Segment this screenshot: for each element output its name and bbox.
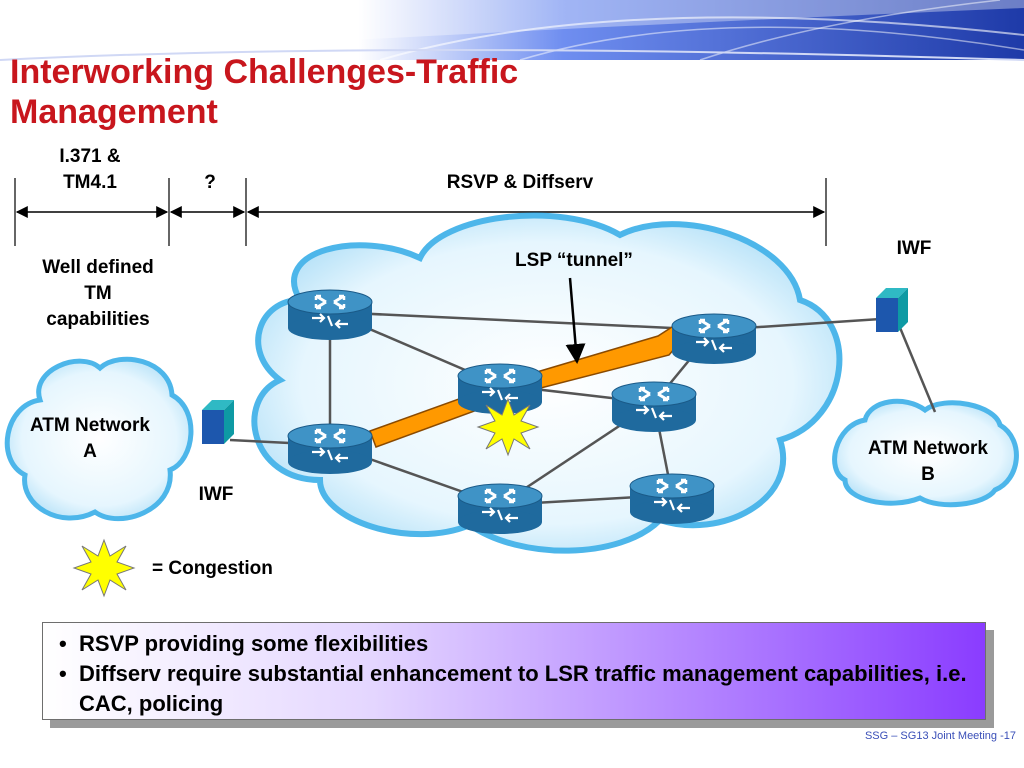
segment-label-1-line-1: I.371 & xyxy=(59,146,121,167)
atm-network-b-cloud xyxy=(832,398,1019,508)
title-line-1: Interworking Challenges-Traffic xyxy=(10,53,519,91)
well-defined-line-2: TM xyxy=(84,283,112,304)
congestion-legend-star-icon xyxy=(73,539,135,597)
bullet-item-1: RSVP providing some flexibilities xyxy=(57,629,973,659)
iwf-left-label: IWF xyxy=(198,484,234,505)
atm-a-line-1: ATM Network xyxy=(30,415,150,436)
footer-text: SSG – SG13 Joint Meeting -17 xyxy=(864,730,1016,742)
bullet-box: RSVP providing some flexibilities Diffse… xyxy=(42,622,986,720)
congestion-legend-label: = Congestion xyxy=(152,558,273,579)
bullet-list: RSVP providing some flexibilities Diffse… xyxy=(57,629,973,719)
segment-label-3: RSVP & Diffserv xyxy=(446,172,594,193)
router-5 xyxy=(286,422,374,476)
atm-network-a-cloud xyxy=(4,356,194,522)
well-defined-label: Well defined TM capabilities xyxy=(18,255,178,333)
congestion-star-icon xyxy=(477,398,539,456)
iwf-left-icon xyxy=(202,400,234,444)
lsp-pointer-arrow xyxy=(565,277,586,364)
router-4 xyxy=(610,380,698,434)
router-7 xyxy=(628,472,716,526)
iwf-right-label: IWF xyxy=(896,238,932,259)
segment-label-1: I.371 & TM4.1 xyxy=(40,144,140,196)
iwf-right-icon xyxy=(876,288,908,332)
atm-a-line-2: A xyxy=(83,441,97,462)
well-defined-line-3: capabilities xyxy=(46,309,150,330)
slide-title: Interworking Challenges-Traffic Manageme… xyxy=(10,52,710,132)
lsp-tunnel-label: LSP “tunnel” xyxy=(515,250,633,271)
atm-network-a-label: ATM Network A xyxy=(10,413,170,465)
title-line-2: Management xyxy=(10,93,218,131)
bullet-item-2: Diffserv require substantial enhancement… xyxy=(57,659,973,719)
atm-b-line-2: B xyxy=(921,464,935,485)
segment-label-1-line-2: TM4.1 xyxy=(63,172,117,193)
segment-label-2: ? xyxy=(204,172,216,193)
atm-b-line-1: ATM Network xyxy=(868,438,988,459)
well-defined-line-1: Well defined xyxy=(42,257,154,278)
router-2 xyxy=(670,312,758,366)
atm-network-b-label: ATM Network B xyxy=(848,436,1008,488)
router-6 xyxy=(456,482,544,536)
router-1 xyxy=(286,288,374,342)
